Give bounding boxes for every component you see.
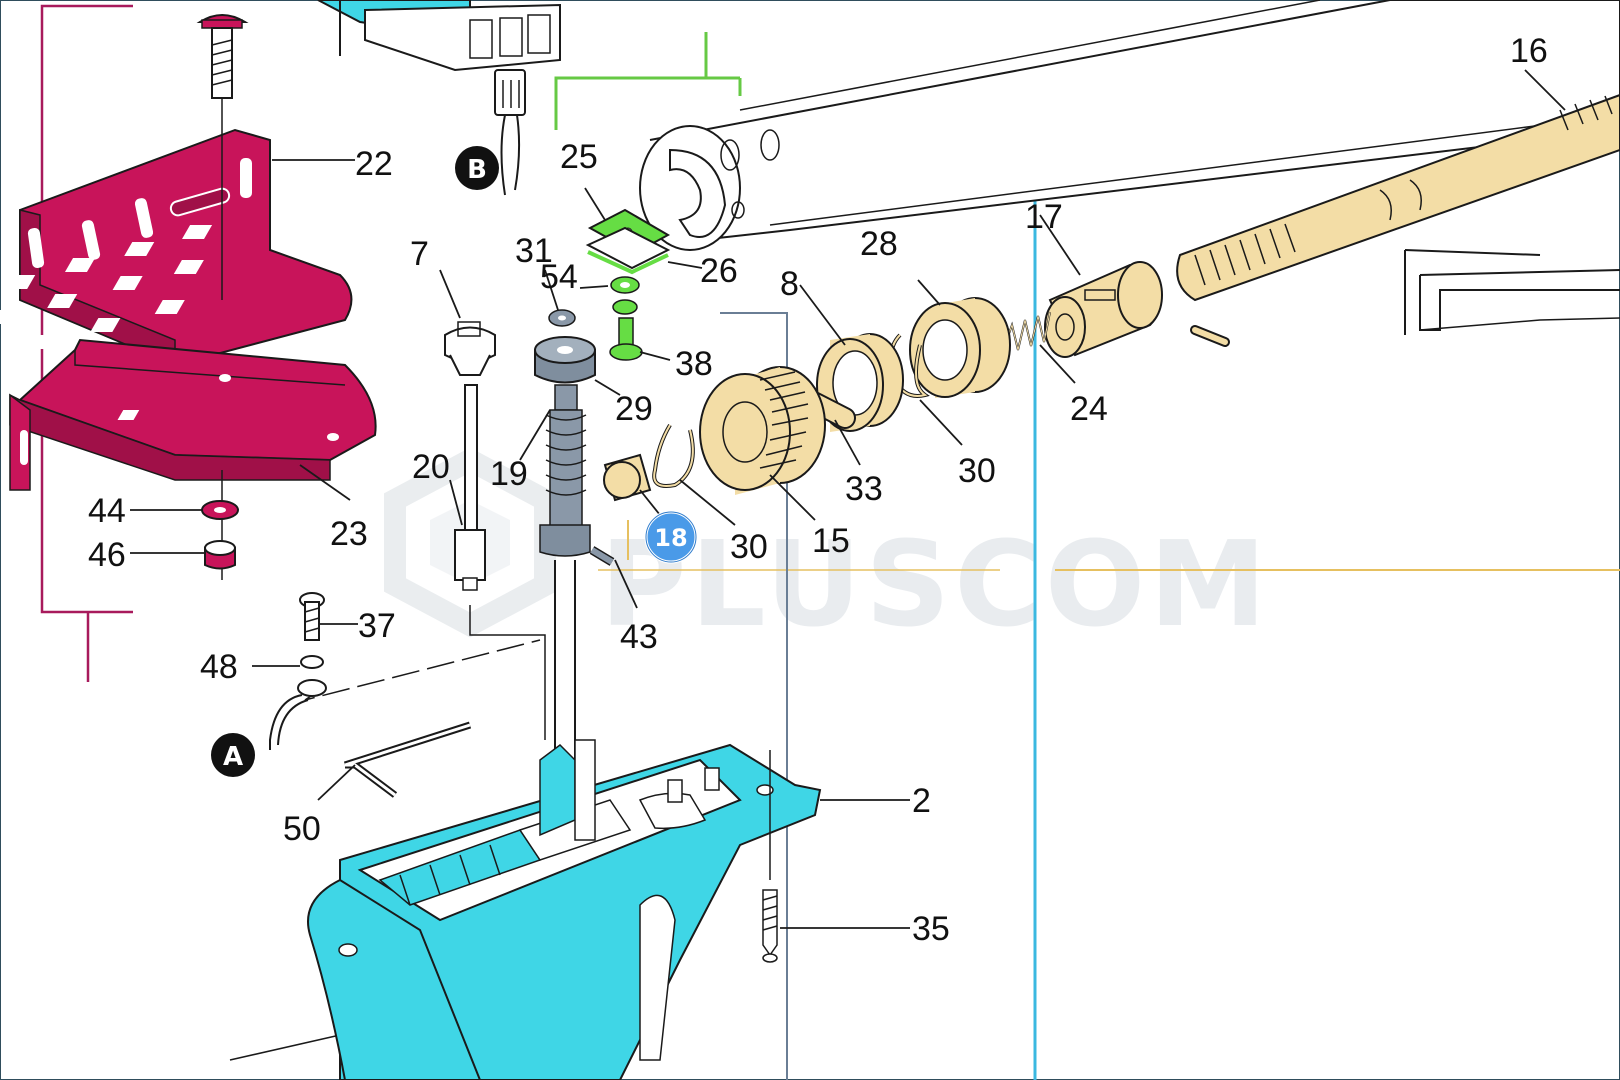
- gray-shaft-assembly: [534, 309, 615, 566]
- label-35: 35: [912, 910, 950, 948]
- label-28: 28: [860, 225, 898, 263]
- motor-housing-top: [317, 0, 561, 72]
- motor-housing-2: [307, 739, 822, 1080]
- coupler-17: [1044, 261, 1230, 358]
- label-30-left: 30: [730, 528, 768, 566]
- label-7: 7: [410, 235, 429, 273]
- label-8: 8: [780, 265, 799, 303]
- tube-assembly: [639, 0, 1620, 251]
- marker-a-circle: [211, 733, 255, 777]
- label-15: 15: [812, 522, 850, 560]
- screw-37: [299, 592, 325, 641]
- label-30-right: 30: [958, 452, 996, 490]
- spring-24: [1004, 311, 1051, 351]
- bushing-18: [603, 453, 652, 502]
- nut-46: [204, 540, 236, 570]
- circlip-30-left: [652, 423, 695, 488]
- label-48: 48: [200, 648, 238, 686]
- leader-lines: [130, 69, 1566, 929]
- label-16: 16: [1510, 32, 1548, 70]
- label-24: 24: [1070, 390, 1108, 428]
- mounting-frame-right: [1404, 249, 1620, 335]
- marker-b-circle: [455, 146, 499, 190]
- gear-15: [699, 366, 826, 495]
- label-46: 46: [88, 536, 126, 574]
- label-37: 37: [358, 607, 396, 645]
- bracket-23: [9, 338, 377, 491]
- label-19: 19: [490, 455, 528, 493]
- washer-44: [201, 500, 239, 520]
- label-31: 31: [515, 232, 553, 270]
- screw-35: [762, 750, 778, 963]
- label-38: 38: [675, 345, 713, 383]
- label-29: 29: [615, 390, 653, 428]
- label-17: 17: [1025, 198, 1063, 236]
- wire-connector-b: [494, 69, 526, 196]
- label-2: 2: [912, 782, 931, 820]
- label-54: 54: [540, 258, 578, 296]
- badge-18-label: 18: [654, 524, 687, 552]
- bearing-28: [909, 297, 1011, 398]
- label-22: 22: [355, 145, 393, 183]
- label-43: 43: [620, 618, 658, 656]
- part-labels: 22 23 44 46 37 48 50 7 20 19 31 25 54 26…: [88, 32, 1548, 948]
- washer-48: [297, 655, 327, 697]
- label-26: 26: [700, 252, 738, 290]
- watermark-text: PLUSCOM: [600, 515, 1271, 653]
- threaded-rod-16: [1176, 93, 1620, 302]
- bracket-22: [0, 128, 353, 367]
- marker-a-label: A: [223, 742, 243, 772]
- ground-wire-a: [269, 694, 303, 750]
- label-33: 33: [845, 470, 883, 508]
- label-44: 44: [88, 492, 126, 530]
- green-parts-group: [585, 208, 671, 361]
- carriage-bolt-top: [196, 14, 249, 580]
- label-20: 20: [412, 448, 450, 486]
- label-23: 23: [330, 515, 368, 553]
- badge-18: 18: [644, 510, 698, 564]
- label-50: 50: [283, 810, 321, 848]
- shaft-7-20: [444, 321, 576, 760]
- label-25: 25: [560, 138, 598, 176]
- marker-b-label: B: [467, 155, 487, 185]
